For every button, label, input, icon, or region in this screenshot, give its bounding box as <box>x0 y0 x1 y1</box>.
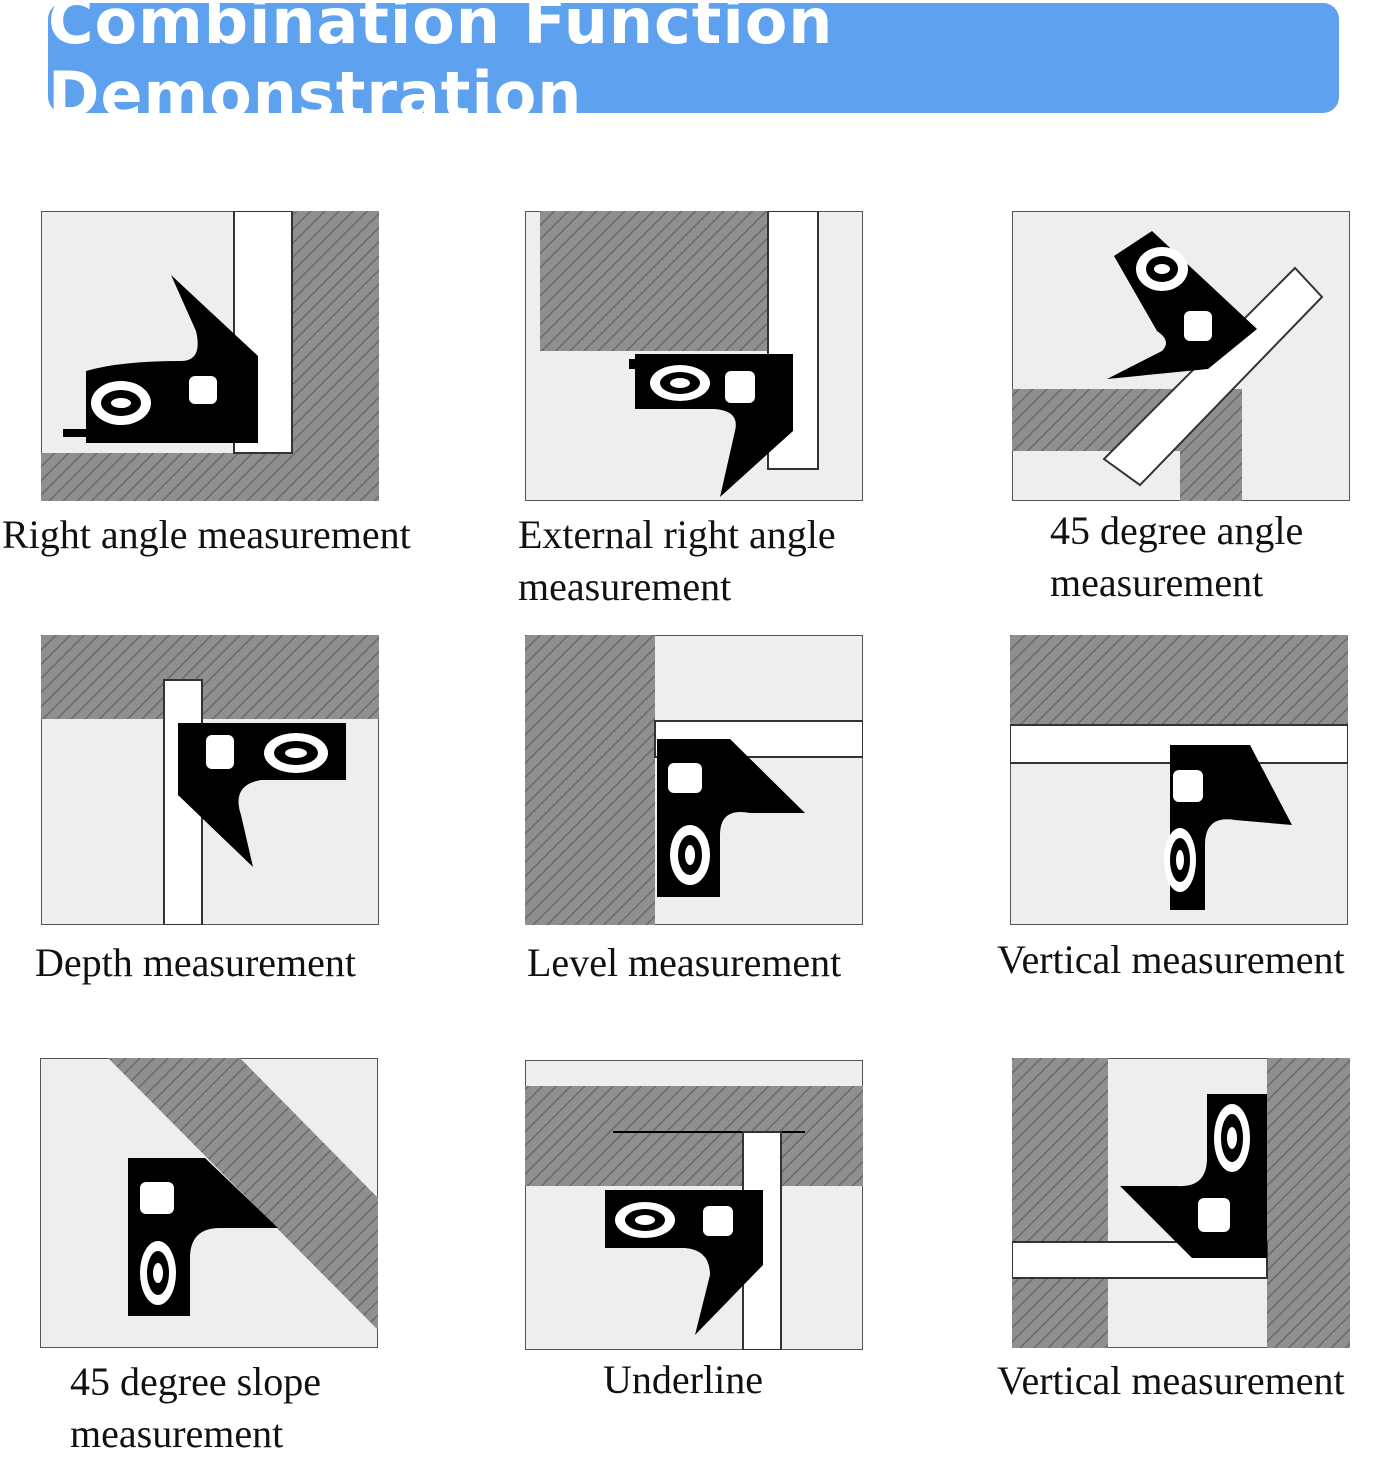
diagram-vertical-between-walls <box>1012 1058 1350 1348</box>
square-head-tool <box>657 739 805 897</box>
workpiece-top <box>41 635 379 719</box>
square-head-tool <box>1120 1094 1267 1258</box>
diagram-vertical <box>1010 635 1348 925</box>
caption-right-angle: Right angle measurement <box>2 509 411 561</box>
workpiece-right-wall <box>1267 1058 1350 1348</box>
square-head-tool <box>1107 231 1257 379</box>
caption-line: Underline <box>603 1357 763 1402</box>
caption-line: 45 degree slope <box>70 1359 322 1404</box>
caption-level: Level measurement <box>527 937 841 989</box>
caption-line: 45 degree angle <box>1050 508 1304 553</box>
workpiece-wall <box>525 635 655 925</box>
diagram-45-degree-slope <box>40 1058 378 1348</box>
diagram-depth <box>41 635 379 925</box>
workpiece-left-wall <box>1012 1058 1108 1348</box>
workpiece-block <box>540 211 768 351</box>
caption-line: measurement <box>70 1411 284 1456</box>
workpiece-board <box>525 1086 863 1186</box>
caption-45-degree-angle: 45 degree angle measurement <box>1050 505 1303 609</box>
workpiece-top <box>1010 635 1348 725</box>
square-head-tool <box>605 1190 763 1335</box>
diagram-level <box>525 635 863 925</box>
caption-depth: Depth measurement <box>35 937 356 989</box>
caption-line: Right angle measurement <box>2 512 411 557</box>
caption-line: Vertical measurement <box>997 1358 1345 1403</box>
workpiece-wall <box>293 211 379 501</box>
caption-vertical: Vertical measurement <box>997 934 1345 986</box>
caption-line: External right angle <box>518 512 836 557</box>
caption-vertical-between-walls: Vertical measurement <box>997 1355 1345 1407</box>
caption-line: Level measurement <box>527 940 842 985</box>
title-banner: Combination Function Demonstration <box>48 0 1339 131</box>
caption-line: Depth measurement <box>35 940 356 985</box>
caption-line: measurement <box>518 564 732 609</box>
caption-line: Vertical measurement <box>997 937 1345 982</box>
square-head-tool <box>128 1158 278 1316</box>
diagram-right-angle <box>41 211 379 501</box>
square-head-tool <box>63 275 258 443</box>
diagram-external-right-angle <box>525 211 863 501</box>
caption-external-right-angle: External right angle measurement <box>518 509 836 613</box>
square-head-tool <box>1164 745 1292 910</box>
caption-line: measurement <box>1050 560 1264 605</box>
workpiece-floor <box>41 453 379 501</box>
diagram-45-degree-angle <box>1012 211 1350 501</box>
caption-underline: Underline <box>603 1354 763 1406</box>
diagram-underline <box>525 1060 863 1350</box>
page-title: Combination Function Demonstration <box>48 0 834 131</box>
square-head-tool <box>178 723 346 867</box>
square-head-tool <box>629 354 793 497</box>
workpiece-slope <box>108 1058 378 1330</box>
caption-45-degree-slope: 45 degree slope measurement <box>70 1356 321 1460</box>
